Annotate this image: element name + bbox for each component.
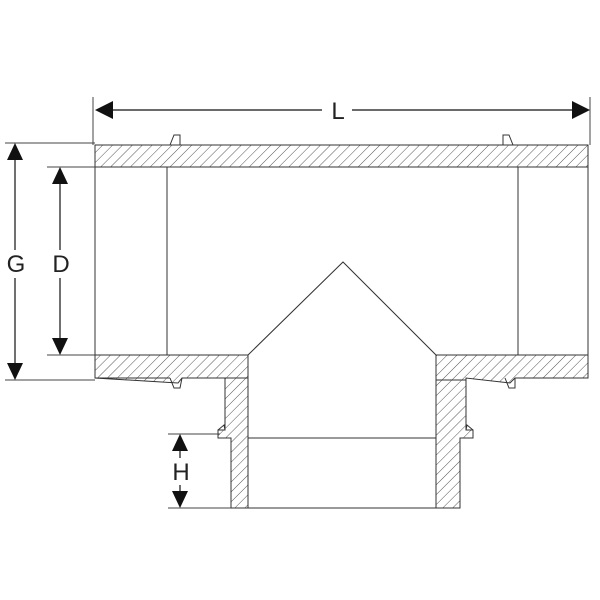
- dimension-h: H: [168, 433, 231, 509]
- arrow-left-icon: [95, 101, 113, 119]
- run-inner-bore: [94, 145, 589, 378]
- branch-right-wall: [435, 379, 474, 509]
- run-top-wall: [94, 134, 589, 168]
- branch-left-wall: [217, 377, 249, 509]
- arrow-up-icon: [7, 143, 23, 160]
- branch-intersection-cone: [247, 261, 437, 356]
- dimension-g-label: G: [7, 251, 26, 278]
- arrow-up-icon: [52, 167, 68, 184]
- dimension-g: G: [5, 142, 95, 381]
- dimension-d-label: D: [52, 251, 69, 278]
- arrow-up-icon: [172, 434, 188, 451]
- dimension-l: L: [92, 97, 591, 145]
- branch-inner-bore: [231, 437, 460, 509]
- arrow-down-icon: [172, 491, 188, 508]
- dimension-d: D: [47, 166, 95, 356]
- arrow-down-icon: [52, 338, 68, 355]
- arrow-right-icon: [572, 101, 590, 119]
- dimension-h-label: H: [172, 459, 189, 486]
- dimension-l-label: L: [331, 98, 344, 125]
- arrow-down-icon: [7, 363, 23, 380]
